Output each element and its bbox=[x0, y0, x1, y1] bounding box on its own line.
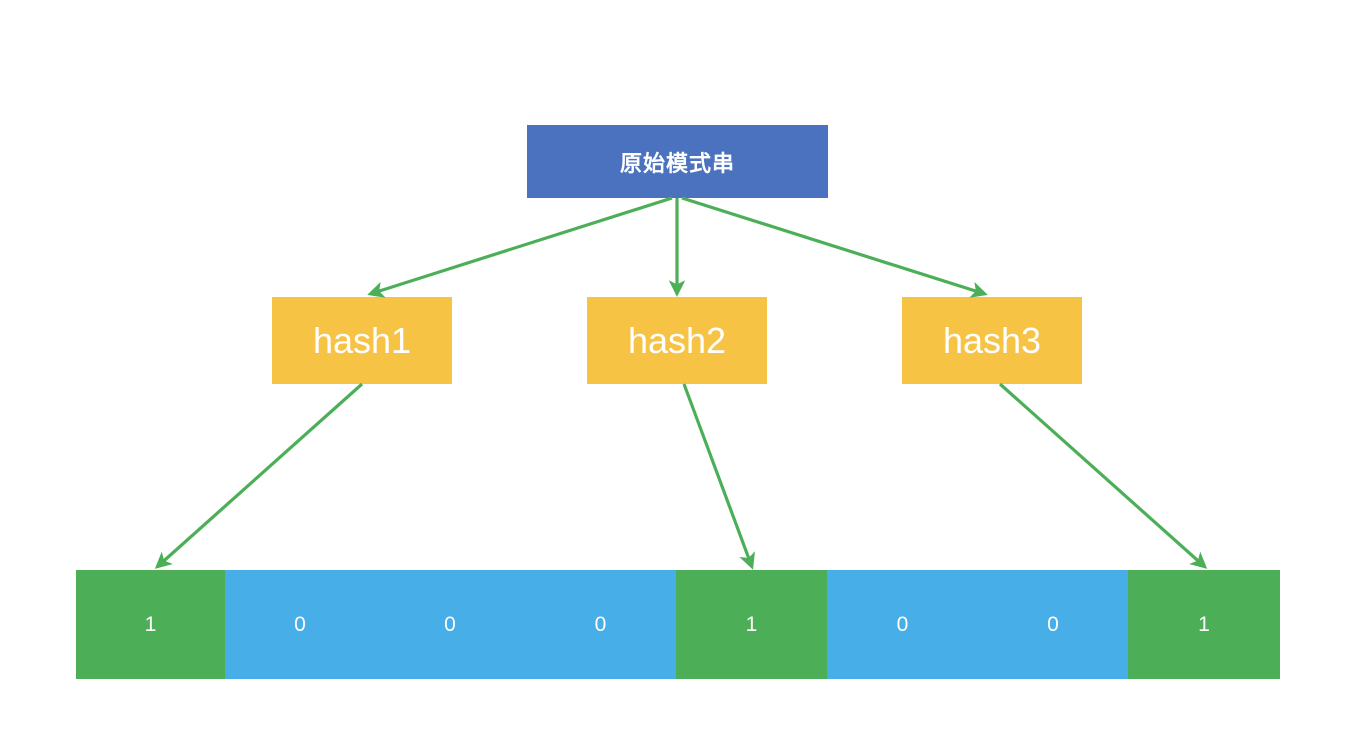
arrow-hash2-to-bit4 bbox=[682, 383, 756, 570]
bit-cell-2[interactable]: 0 bbox=[375, 570, 525, 679]
bit-cell-5[interactable]: 0 bbox=[827, 570, 978, 679]
bit-cell-3[interactable]: 0 bbox=[525, 570, 676, 679]
bit-cell-6[interactable]: 0 bbox=[978, 570, 1128, 679]
arrow-hash1-to-bit0 bbox=[154, 382, 364, 569]
bit-cell-0[interactable]: 1 bbox=[76, 570, 225, 679]
arrow-source-to-hash1 bbox=[367, 196, 673, 298]
hash-node-hash1[interactable]: hash1 bbox=[272, 297, 452, 384]
source-pattern-node[interactable]: 原始模式串 bbox=[527, 125, 828, 198]
hash-node-hash3[interactable]: hash3 bbox=[902, 297, 1082, 384]
bit-cell-1[interactable]: 0 bbox=[225, 570, 375, 679]
arrow-hash3-to-bit7 bbox=[998, 382, 1208, 569]
bit-cell-7[interactable]: 1 bbox=[1128, 570, 1280, 679]
arrow-source-to-hash3 bbox=[681, 196, 988, 298]
bit-cell-4[interactable]: 1 bbox=[676, 570, 827, 679]
hash-node-hash2[interactable]: hash2 bbox=[587, 297, 767, 384]
